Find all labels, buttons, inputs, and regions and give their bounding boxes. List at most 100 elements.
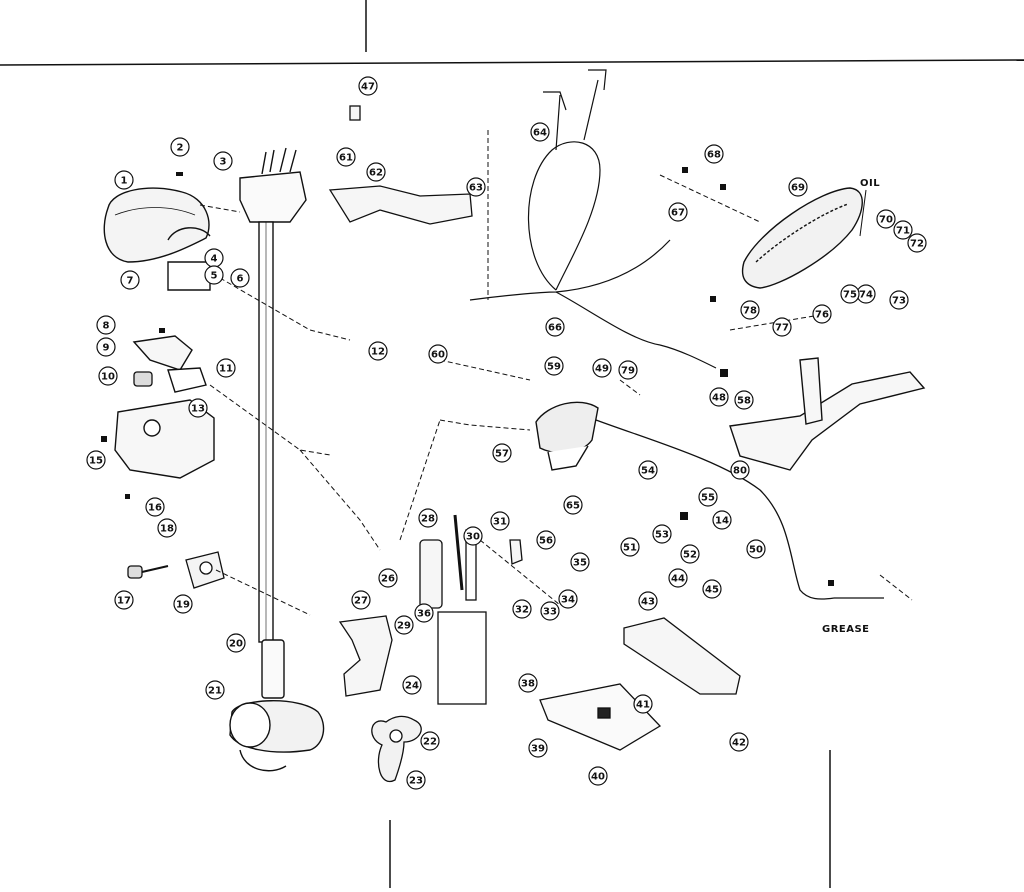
callout-number: 16 [148, 503, 162, 514]
callout-circle [226, 633, 246, 653]
callout-3: 3 [213, 151, 233, 171]
callout-circle [530, 122, 550, 142]
callout-number: 60 [431, 350, 445, 361]
callout-78: 78 [740, 300, 760, 320]
grease-label: GREASE [822, 624, 870, 635]
callout-60: 60 [428, 344, 448, 364]
callout-number: 9 [103, 343, 110, 354]
callout-number: 76 [815, 310, 829, 321]
callout-40: 40 [588, 766, 608, 786]
callout-number: 18 [160, 524, 174, 535]
callout-45: 45 [702, 579, 722, 599]
callout-number: 8 [103, 321, 110, 332]
steering-cable [595, 419, 884, 600]
callout-51: 51 [620, 537, 640, 557]
callout-number: 13 [191, 404, 205, 415]
foot-pedal [741, 187, 863, 289]
callout-number: 62 [369, 168, 383, 179]
callout-53: 53 [652, 524, 672, 544]
callout-circle [518, 673, 538, 693]
callout-circle [336, 147, 356, 167]
callout-number: 77 [775, 323, 789, 334]
callout-circle [536, 530, 556, 550]
callout-number: 31 [493, 517, 507, 528]
callout-number: 41 [636, 700, 650, 711]
pivot-bracket [729, 357, 926, 471]
callout-67: 67 [668, 202, 688, 222]
callout-56: 56 [536, 530, 556, 550]
callout-24: 24 [402, 675, 422, 695]
callout-number: 33 [543, 607, 557, 618]
callout-75: 75 [840, 284, 860, 304]
callout-circle [618, 360, 638, 380]
callout-number: 66 [548, 323, 562, 334]
callout-77: 77 [772, 317, 792, 337]
callout-52: 52 [680, 544, 700, 564]
callout-number: 75 [843, 290, 857, 301]
callout-80: 80 [730, 460, 750, 480]
callout-circle [730, 460, 750, 480]
callout-circle [98, 366, 118, 386]
callout-circle [86, 450, 106, 470]
callout-circle [702, 579, 722, 599]
callout-circle [545, 317, 565, 337]
callout-circle [729, 732, 749, 752]
callout-circle [96, 337, 116, 357]
callout-circle [680, 544, 700, 564]
callout-49: 49 [592, 358, 612, 378]
callout-circle [698, 487, 718, 507]
callout-5: 5 [204, 265, 224, 285]
callout-number: 61 [339, 153, 353, 164]
callout-circle [188, 398, 208, 418]
callout-66: 66 [545, 317, 565, 337]
callout-circle [351, 590, 371, 610]
callout-number: 67 [671, 208, 685, 219]
callout-number: 58 [737, 396, 751, 407]
callout-number: 32 [515, 605, 529, 616]
callout-circle [358, 76, 378, 96]
callout-circle [120, 270, 140, 290]
callout-circle [620, 537, 640, 557]
collar [185, 551, 225, 589]
callout-circle [463, 526, 483, 546]
callout-number: 3 [220, 157, 227, 168]
callout-21: 21 [205, 680, 225, 700]
callout-number: 6 [237, 274, 244, 285]
callout-11: 11 [216, 358, 236, 378]
callout-circle [216, 358, 236, 378]
callout-65: 65 [563, 495, 583, 515]
steering-shaft [239, 147, 307, 699]
callout-circle [746, 539, 766, 559]
callout-number: 57 [495, 449, 509, 460]
callout-circle [368, 341, 388, 361]
callout-7: 7 [120, 270, 140, 290]
callout-circle [668, 202, 688, 222]
cross-bar [623, 617, 741, 695]
callout-circle [772, 317, 792, 337]
callout-number: 27 [354, 596, 368, 607]
callout-73: 73 [889, 290, 909, 310]
callout-number: 19 [176, 600, 190, 611]
callout-circle [492, 443, 512, 463]
callout-23: 23 [406, 770, 426, 790]
callout-22: 22 [420, 731, 440, 751]
callout-68: 68 [704, 144, 724, 164]
callout-circle [788, 177, 808, 197]
callout-number: 42 [732, 738, 746, 749]
callout-circle [406, 770, 426, 790]
callout-circle [213, 151, 233, 171]
callout-59: 59 [544, 356, 564, 376]
callout-circle [378, 568, 398, 588]
callout-number: 74 [859, 290, 873, 301]
callout-10: 10 [98, 366, 118, 386]
callout-6: 6 [230, 268, 250, 288]
callout-number: 34 [561, 595, 575, 606]
callout-circle [230, 268, 250, 288]
callout-number: 11 [219, 364, 233, 375]
callout-number: 44 [671, 574, 685, 585]
callout-circle [145, 497, 165, 517]
